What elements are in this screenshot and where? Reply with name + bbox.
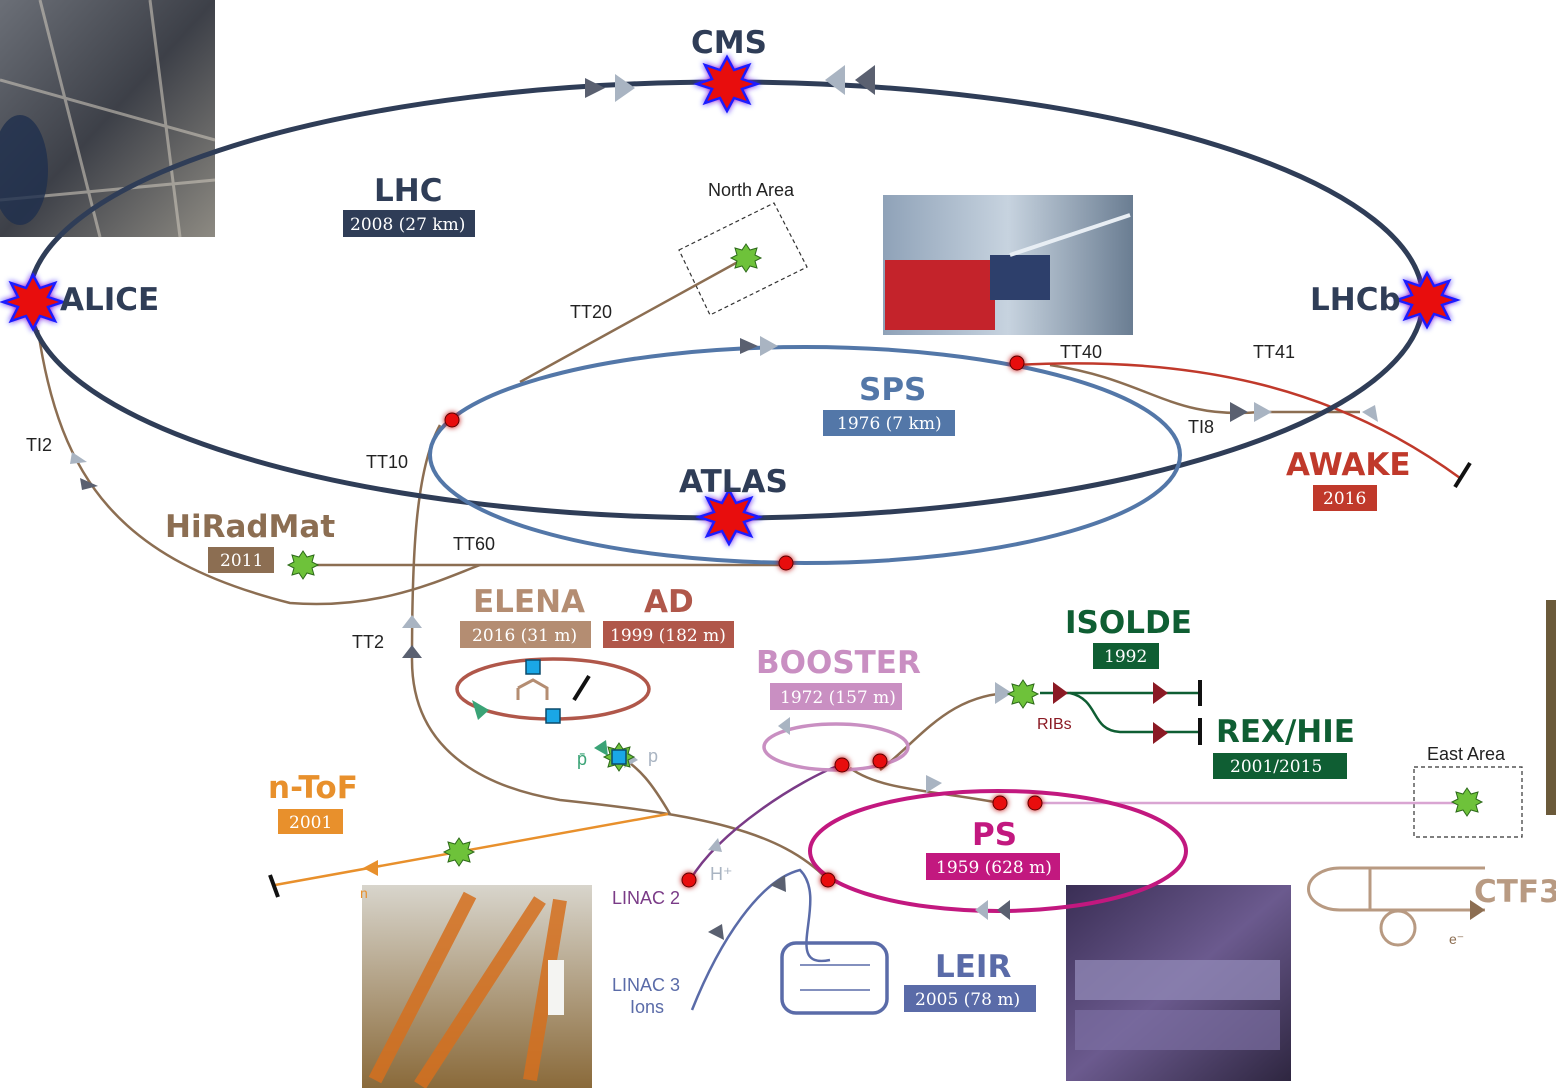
leir-ring xyxy=(780,941,889,1015)
linac2-label: LINAC 2 xyxy=(612,888,680,908)
tt10-label: TT10 xyxy=(366,452,408,472)
ps-year: 1959 (628 m) xyxy=(936,858,1052,878)
ions-label: Ions xyxy=(630,997,664,1017)
ti2-line xyxy=(36,329,481,606)
collision-alice xyxy=(0,272,67,332)
tt10-tt2-line xyxy=(410,424,829,881)
rexhie-year: 2001/2015 xyxy=(1230,757,1322,777)
ntof-dump xyxy=(268,874,280,898)
sps-year: 1976 (7 km) xyxy=(837,414,942,434)
booster-year: 1972 (157 m) xyxy=(780,688,896,708)
tt40-label: TT40 xyxy=(1060,342,1102,362)
ad-year: 1999 (182 m) xyxy=(610,626,726,646)
sps-ring xyxy=(428,345,1182,565)
awake-name: AWAKE xyxy=(1286,447,1411,483)
booster-ring xyxy=(762,722,910,772)
awake-year: 2016 xyxy=(1323,489,1366,509)
leir-name: LEIR xyxy=(935,949,1011,985)
n-label: n xyxy=(360,885,368,901)
photo-ps-hall xyxy=(1066,885,1291,1081)
lhc-ring xyxy=(26,79,1426,521)
tt60-label: TT60 xyxy=(453,534,495,554)
east-area-label: East Area xyxy=(1427,744,1506,764)
linac3-label: LINAC 3 xyxy=(612,975,680,995)
tt2-label: TT2 xyxy=(352,632,384,652)
tt40-tt41-awake-line xyxy=(1016,362,1461,480)
tt20-label: TT20 xyxy=(570,302,612,322)
targets xyxy=(286,243,1484,867)
awake-dump xyxy=(1453,461,1472,489)
ntof-year: 2001 xyxy=(289,813,332,833)
alice-label: ALICE xyxy=(60,282,159,318)
ti2-label: TI2 xyxy=(26,435,52,455)
target-hiradmat xyxy=(286,550,320,580)
hiradmat-name: HiRadMat xyxy=(165,509,335,545)
linac3-line xyxy=(690,868,831,1011)
ad-square-3 xyxy=(611,749,627,765)
booster-ps-line xyxy=(849,766,1001,805)
isolde-year: 1992 xyxy=(1104,647,1147,667)
lhcb-label: LHCb xyxy=(1310,282,1401,318)
isolde-name: ISOLDE xyxy=(1065,605,1192,641)
linac2-line xyxy=(688,763,841,881)
hplus-label: H⁺ xyxy=(710,864,733,884)
p-label: p xyxy=(648,746,658,766)
target-ntof xyxy=(442,837,476,867)
ribs-label: RIBs xyxy=(1037,716,1072,733)
ps-name: PS xyxy=(972,817,1017,853)
photo-linac-hall xyxy=(362,885,592,1088)
collision-lhcb xyxy=(1393,270,1461,330)
elena-ring xyxy=(516,678,549,700)
atlas-label: ATLAS xyxy=(679,464,788,500)
lhc-name: LHC xyxy=(374,173,442,209)
target-north-area xyxy=(729,243,763,273)
cms-label: CMS xyxy=(691,25,767,61)
booster-name: BOOSTER xyxy=(756,645,921,681)
collision-atlas xyxy=(695,487,763,547)
ctf3-name: CTF3 xyxy=(1474,874,1556,910)
rexhie-name: REX/HIE xyxy=(1216,714,1355,750)
ps-ring xyxy=(808,789,1188,913)
collision-points xyxy=(0,54,1461,547)
extraction-points xyxy=(444,355,1043,888)
photo-sps-tunnel xyxy=(883,195,1133,335)
elena-year: 2016 (31 m) xyxy=(472,626,577,646)
target-isolde xyxy=(1006,679,1040,709)
ad-name: AD xyxy=(644,584,694,620)
ntof-line xyxy=(274,812,669,887)
sps-name: SPS xyxy=(859,372,926,408)
photo-edge-right xyxy=(1546,600,1556,815)
ad-dump xyxy=(572,674,591,702)
north-area-box: North Area xyxy=(678,180,808,316)
ntof-name: n-ToF xyxy=(268,770,358,806)
target-east-area xyxy=(1450,787,1484,817)
hiradmat-year: 2011 xyxy=(220,551,263,571)
collision-cms xyxy=(693,54,761,114)
ad-square-1 xyxy=(525,659,541,675)
ti8-label: TI8 xyxy=(1188,417,1214,437)
leir-year: 2005 (78 m) xyxy=(915,990,1020,1010)
north-area-label: North Area xyxy=(708,180,795,200)
tt20-line xyxy=(519,256,746,384)
tt41-label: TT41 xyxy=(1253,342,1295,362)
pbar-label: p̄ xyxy=(577,749,587,769)
ctf3-structure xyxy=(1307,866,1485,947)
eminus-label: e⁻ xyxy=(1449,931,1464,947)
ad-square-2 xyxy=(545,708,561,724)
elena-name: ELENA xyxy=(473,584,585,620)
lhc-year: 2008 (27 km) xyxy=(350,215,465,235)
east-area-box: East Area xyxy=(1413,744,1523,838)
